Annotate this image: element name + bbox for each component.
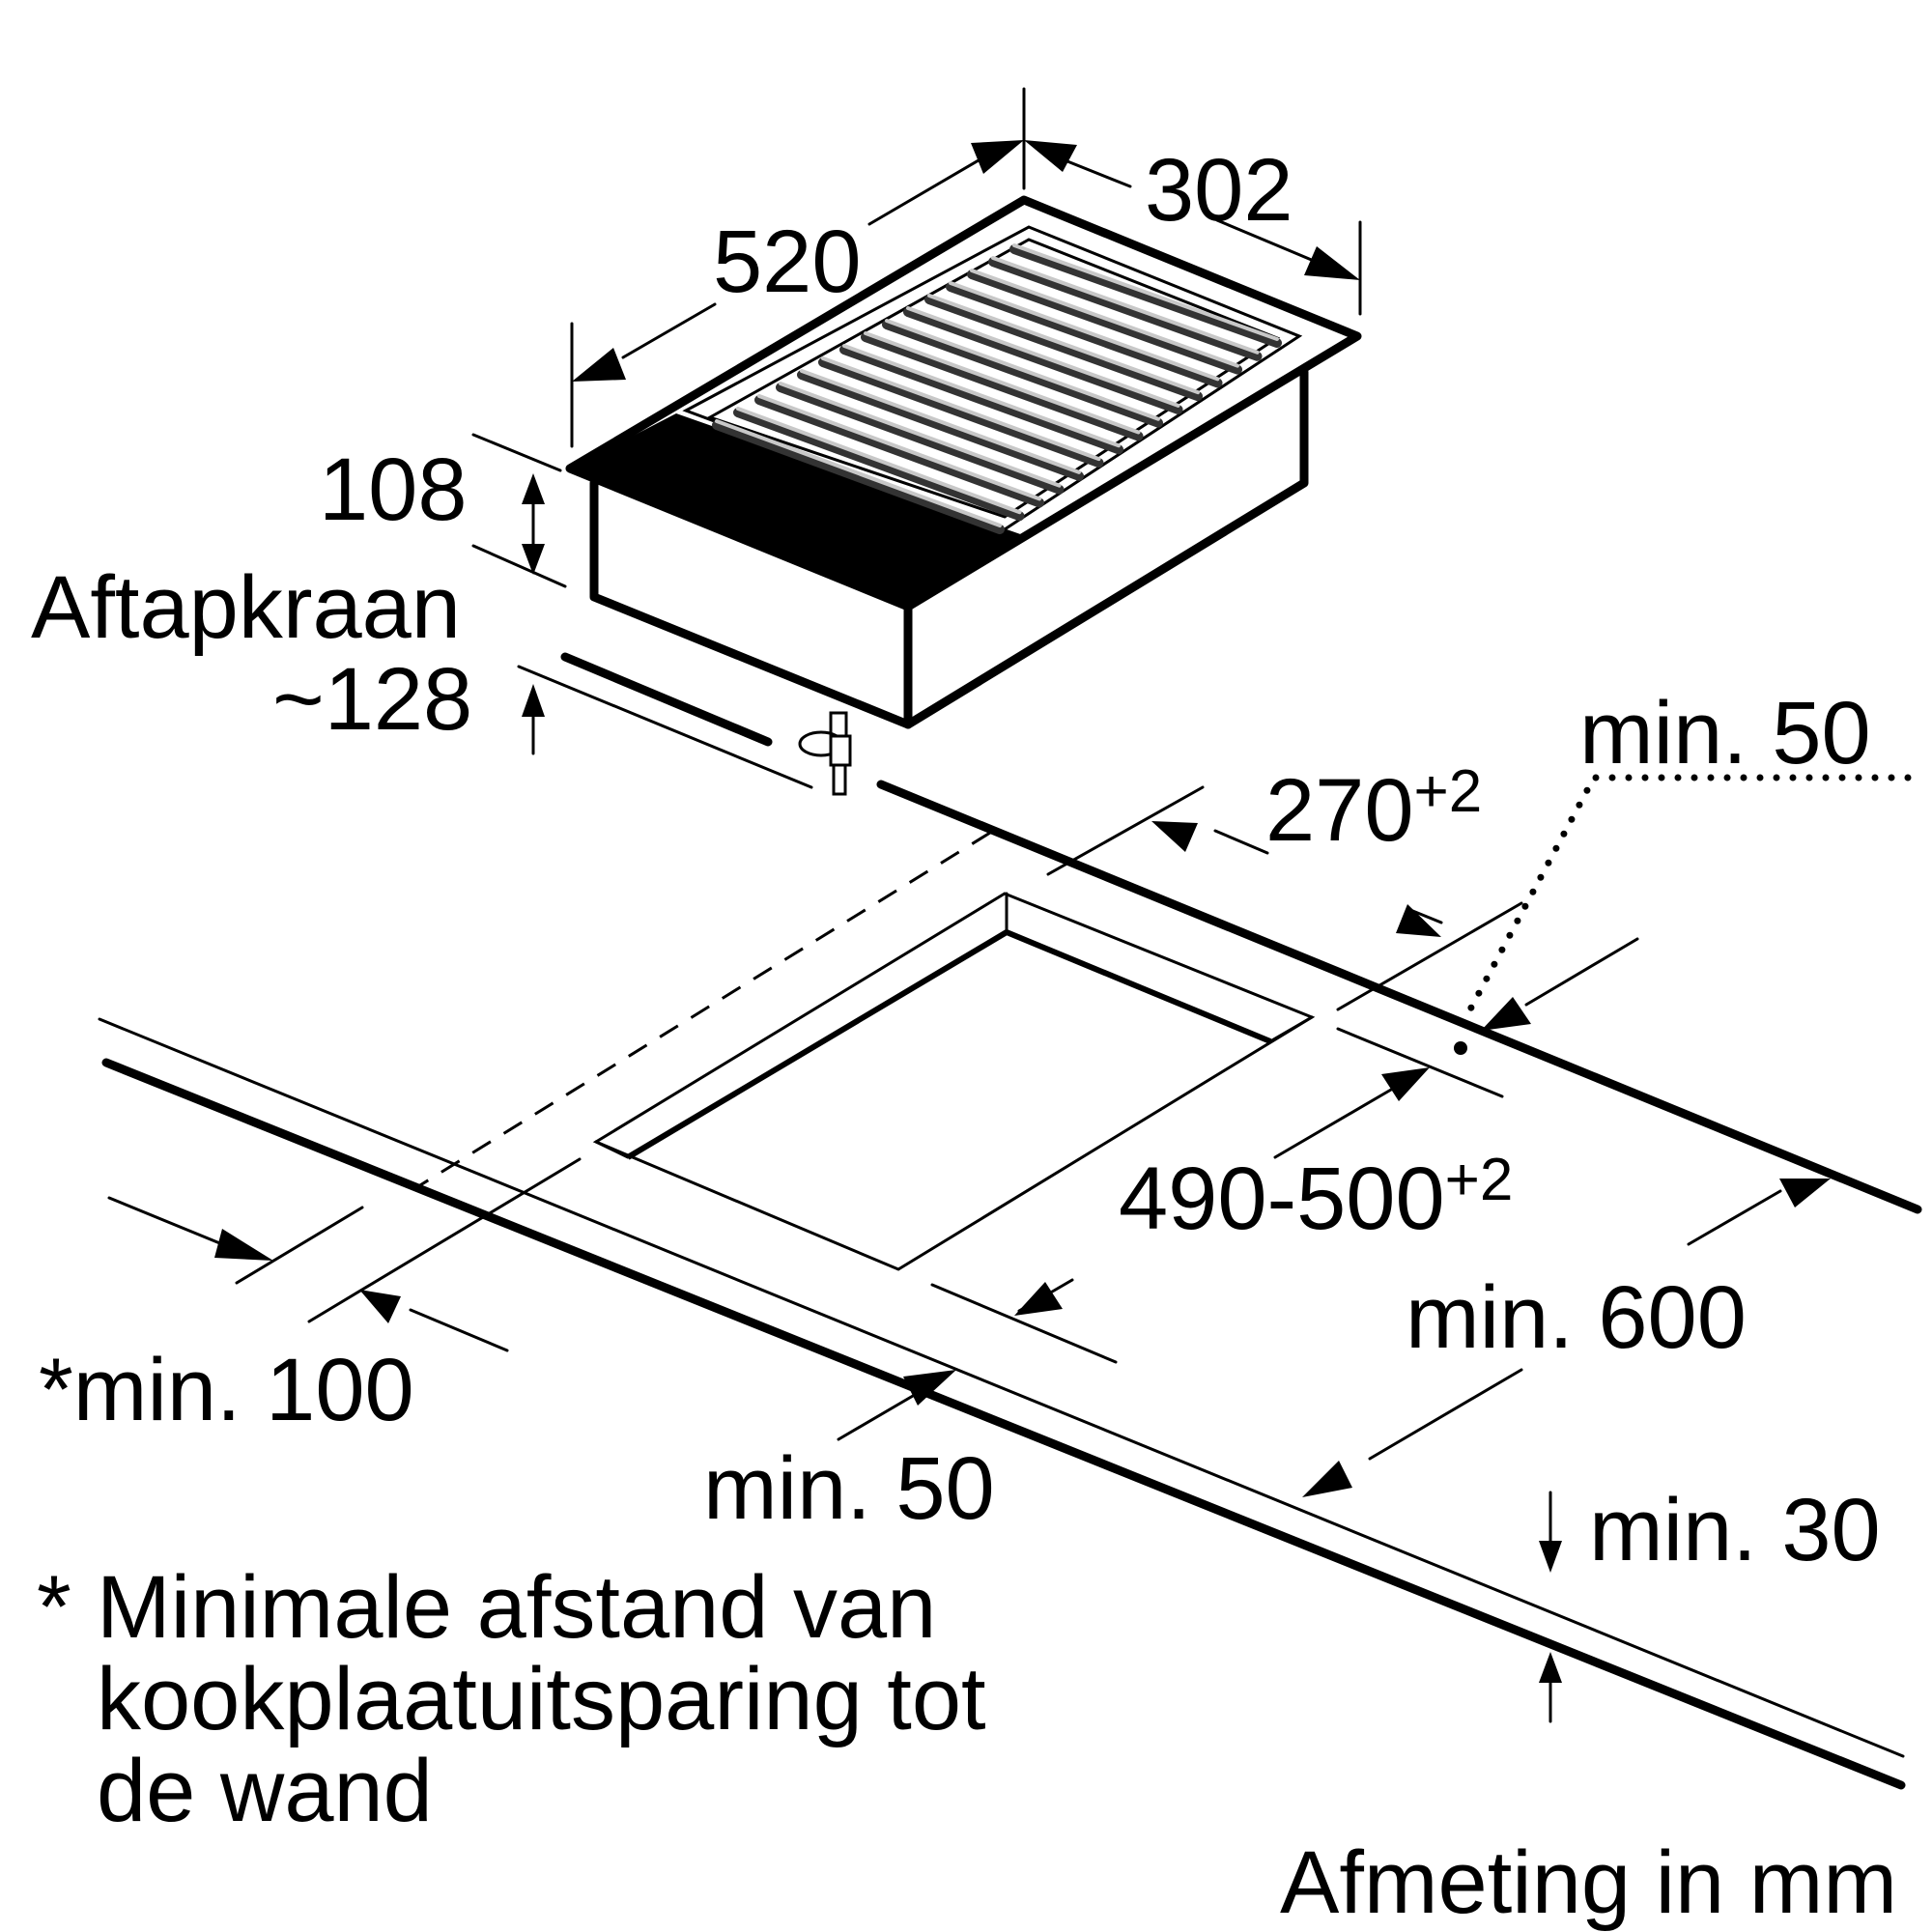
grill-bar-highlight [864,331,1141,435]
grill-bar [988,257,1263,361]
label-min-50-bottom: min. 50 [703,1439,995,1538]
label-min-50-top: min. 50 [1579,684,1871,782]
rear-edge-left [560,652,773,747]
grill-bar [818,357,1104,469]
grill-bar [924,295,1203,402]
grill-bar [733,408,1025,522]
footnote-marker: * [37,1558,71,1657]
countertop-dimension-lines [107,774,1912,1723]
units-caption: Afmeting in mm [1280,1833,1897,1932]
cutout-projection-line [414,831,991,1190]
grill-bar [712,420,1005,534]
footnote-line-1: Minimale afstand van [97,1558,936,1657]
grill-bar-highlight [906,306,1180,408]
cutout-inner-edge [626,929,1272,1160]
footnote-line-3: de wand [97,1742,433,1840]
dimension-labels: 520 302 108 Aftapkraan ~128 270+2 min. 5… [31,141,1881,1579]
grill-bar [797,370,1084,481]
grill-bar-highlight [970,269,1239,368]
appliance-drawing [565,195,1362,796]
grill-bars [712,243,1282,534]
label-520: 520 [713,213,862,311]
front-bottom-edge [101,1058,1906,1790]
grill-bar [1009,244,1282,348]
grill-bar-highlight [715,419,1002,527]
grill-bar-highlight [1012,243,1279,341]
grill-bar-highlight [885,319,1160,421]
grill-bar [776,383,1065,495]
appliance-dimension-lines [471,87,1362,789]
control-panel-strip [570,413,1026,607]
grill-bar [839,345,1123,455]
grill-bar [967,270,1242,375]
wall-offset-dotted-line [1460,774,1912,1026]
label-128: ~128 [272,650,472,749]
footnote: * Minimale afstand van kookplaatuitspari… [37,1558,986,1840]
grill-bar [882,320,1163,428]
label-490-500: 490-500+2 [1119,1147,1513,1248]
grill-bar-highlight [927,294,1200,395]
label-270: 270+2 [1265,758,1482,860]
label-min-30: min. 30 [1589,1481,1881,1579]
label-302: 302 [1145,141,1293,240]
label-108: 108 [319,440,468,539]
label-min-100: *min. 100 [39,1341,414,1439]
grill-bar-highlight [842,344,1121,448]
footnote-line-2: kookplaatuitsparing tot [97,1650,986,1748]
label-min-600: min. 600 [1406,1268,1747,1367]
grill-bar-highlight [757,394,1041,501]
grill-bar-highlight [800,369,1081,474]
front-top-edge [98,1017,1905,1758]
grill-bar-highlight [736,407,1022,515]
grill-bar [903,307,1183,414]
label-aftapkraan: Aftapkraan [31,558,461,657]
rear-edge-right [876,780,1922,1214]
drain-tap-icon [798,711,852,796]
grill-bar-highlight [821,356,1101,462]
grill-bar-highlight [779,382,1062,488]
grill-bar [861,332,1144,441]
grill-bar-highlight [991,256,1260,355]
grill-bar-highlight [949,281,1220,382]
appliance-right-side [903,367,1309,729]
countertop-drawing [98,652,1922,1790]
grill-bar [946,282,1223,388]
grill-bar [754,395,1044,508]
